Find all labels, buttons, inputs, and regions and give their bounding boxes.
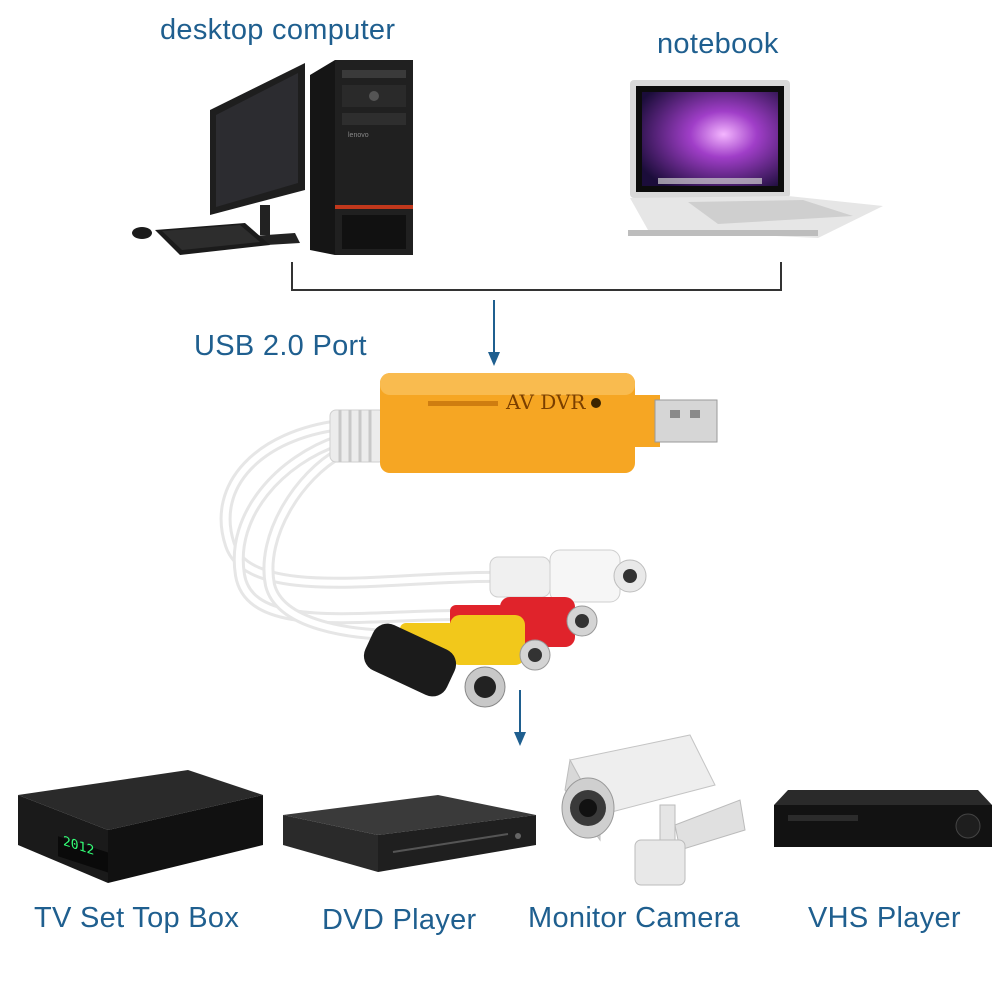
vhs-player-label: VHS Player [808, 902, 961, 934]
monitor-camera-label: Monitor Camera [528, 902, 741, 934]
dvd-player-label: DVD Player [322, 904, 477, 936]
down-arrow-head-top [488, 352, 500, 366]
notebook-label: notebook [657, 28, 779, 60]
dvd-player-icon [283, 795, 536, 872]
vhs-player-icon [774, 790, 992, 847]
tv-set-top-box-icon: 2012 [18, 770, 263, 883]
tv-set-top-box-label: TV Set Top Box [34, 902, 240, 934]
cctv-camera-icon [561, 734, 746, 886]
usb-port-label: USB 2.0 Port [194, 330, 367, 362]
notebook-icon [628, 80, 883, 238]
desktop-computer-label: desktop computer [160, 14, 396, 46]
svg-text:lenovo: lenovo [348, 132, 369, 139]
bracket-line [291, 262, 782, 291]
desktop-computer-icon: lenovo [132, 60, 413, 255]
svg-text:AV DVR: AV DVR [505, 390, 586, 414]
down-arrow-head-bottom [514, 732, 526, 746]
usb-av-capture-dongle-icon: AV DVR [219, 373, 718, 708]
